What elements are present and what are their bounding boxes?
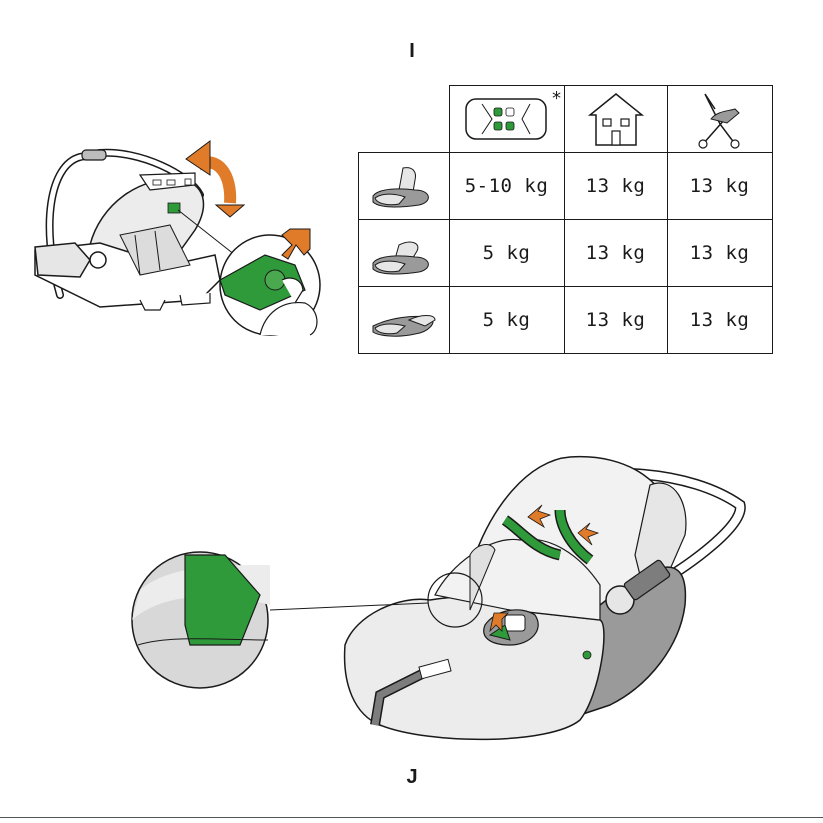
cell-semi-reclined-stroller: 13 kg	[667, 220, 772, 287]
column-header-stroller	[667, 86, 772, 153]
harness-illustration	[130, 445, 750, 755]
table-row: 5 kg 13 kg 13 kg	[359, 220, 773, 287]
cell-upright-stroller: 13 kg	[667, 153, 772, 220]
recline-adjustment-illustration	[20, 135, 330, 360]
table-row: 5 kg 13 kg 13 kg	[359, 287, 773, 354]
cell-upright-car: 5-10 kg	[449, 153, 564, 220]
table-row: 5-10 kg 13 kg 13 kg	[359, 153, 773, 220]
seat-semi-reclined-position-icon	[369, 231, 439, 275]
weight-limit-table: * 5-10	[358, 85, 773, 354]
cell-flat-car: 5 kg	[449, 287, 564, 354]
step-label-j: J	[397, 766, 427, 789]
cell-flat-stroller: 13 kg	[667, 287, 772, 354]
stroller-icon	[695, 89, 745, 149]
cell-semi-reclined-house: 13 kg	[564, 220, 667, 287]
house-icon	[586, 91, 646, 147]
footnote-asterisk: *	[551, 88, 562, 109]
page-bottom-rule	[0, 817, 823, 818]
column-header-car: *	[449, 86, 564, 153]
cell-semi-reclined-car: 5 kg	[449, 220, 564, 287]
column-header-house	[564, 86, 667, 153]
seat-flat-position-icon	[369, 298, 439, 342]
car-icon	[462, 94, 552, 144]
step-label-i: I	[397, 40, 427, 63]
table-header-row: *	[359, 86, 773, 153]
cell-upright-house: 13 kg	[564, 153, 667, 220]
seat-upright-position-icon	[369, 164, 439, 208]
cell-flat-house: 13 kg	[564, 287, 667, 354]
